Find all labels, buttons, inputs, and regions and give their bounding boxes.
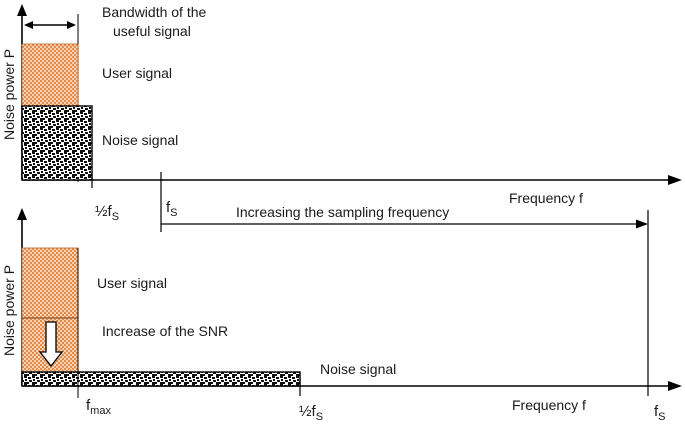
snr-label: Increase of the SNR (102, 323, 228, 339)
bottom-y-axis-arrowhead (17, 208, 27, 220)
top-noise-block (21, 105, 93, 181)
bottom-frequency-label: Frequency f (512, 397, 586, 413)
bottom-half-fs-label: ½fS (299, 403, 323, 423)
top-y-axis-arrowhead (17, 4, 27, 16)
top-half-fs-label: ½fS (95, 203, 119, 223)
bandwidth-label-line2: useful signal (113, 23, 191, 39)
sampling-frequency-label: Increasing the sampling frequency (236, 204, 449, 220)
top-noise-signal-label: Noise signal (102, 132, 178, 148)
bottom-noise-signal-label: Noise signal (320, 361, 396, 377)
bottom-fs-label: fS (654, 403, 666, 423)
bandwidth-arrowhead-right (67, 21, 76, 29)
bottom-axis-label: Noise power P (1, 265, 17, 356)
top-user-signal-label: User signal (102, 65, 172, 81)
bottom-panel: Noise power P User signal Increase of th… (1, 208, 682, 423)
top-panel: Noise power P Bandwidth of the useful si… (1, 4, 682, 232)
bandwidth-label-line1: Bandwidth of the (102, 4, 207, 20)
top-frequency-label: Frequency f (509, 190, 583, 206)
bottom-noise-block (21, 371, 301, 387)
snr-down-arrow-icon (38, 321, 64, 368)
bottom-user-signal-label: User signal (97, 275, 167, 291)
bandwidth-arrowhead-left (24, 21, 33, 29)
fmax-label: fmax (86, 397, 111, 417)
top-x-axis-arrowhead (668, 175, 682, 185)
bottom-x-axis-arrowhead (668, 381, 682, 391)
top-user-signal-block (21, 43, 79, 107)
top-fs-label: fS (166, 199, 178, 219)
top-axis-label: Noise power P (1, 49, 17, 140)
sampling-frequency-arrowhead (636, 219, 648, 229)
